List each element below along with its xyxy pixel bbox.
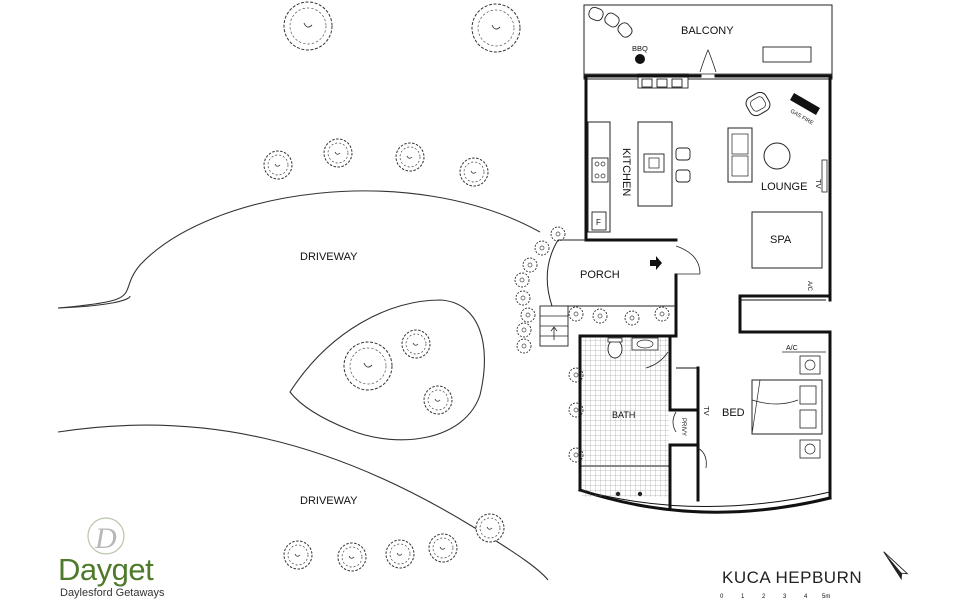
kitchen-label: KITCHEN (620, 148, 632, 196)
brand-name: Dayget (58, 552, 154, 587)
bed-icon (751, 379, 823, 435)
scale-tick: 3 (783, 594, 787, 600)
driveway-label-north: DRIVEWAY (300, 251, 358, 263)
north-arrow-icon (883, 551, 909, 581)
porch-label: PORCH (580, 269, 620, 281)
bath-door-swing (645, 351, 669, 369)
shower-rose-icon (615, 491, 621, 497)
exterior-walls (578, 74, 832, 514)
balcony-label: BALCONY (681, 25, 734, 37)
gas-fire-icon (790, 93, 820, 115)
toilet-icon (607, 339, 623, 359)
bbq-icon (635, 54, 645, 64)
driveway-north: DRIVEWAY (57, 190, 541, 309)
privy-label: PRIVY (680, 418, 686, 436)
coffee-table-icon (763, 142, 791, 170)
steps-arrow-icon (550, 326, 558, 340)
lounge-label: LOUNGE (761, 181, 807, 193)
bath-area: BATH PRIVY (582, 337, 707, 497)
bed-area: TV BED A/C (702, 345, 826, 459)
bedside-table-icon (799, 439, 821, 459)
stool-icon (675, 147, 691, 161)
stool-icon (675, 169, 691, 183)
brand-logo-mark: D (87, 517, 125, 555)
entry-arrow-icon (650, 256, 662, 270)
kitchen-bench (587, 121, 611, 233)
balcony-door-icon (699, 49, 717, 73)
robe-door-swing (697, 447, 707, 469)
brand-monogram: D (94, 522, 117, 555)
outdoor-chairs-icon (588, 6, 633, 38)
fridge-icon (591, 211, 607, 231)
driveway-south: DRIVEWAY (57, 424, 549, 581)
driveway-label-south: DRIVEWAY (300, 495, 358, 507)
bedside-table-icon (799, 355, 821, 375)
bbq-label: BBQ (632, 44, 648, 53)
spa-tub (751, 211, 823, 269)
armchair-icon (745, 91, 771, 117)
shower-tiles (582, 467, 669, 497)
scale-tick: 5m (822, 594, 830, 600)
scale-bar: 0 1 2 3 4 5m (720, 594, 830, 600)
scale-tick: 1 (741, 594, 745, 600)
tv-unit-icon (821, 159, 828, 193)
bath-tiles (582, 338, 669, 465)
cooktop-icon (591, 157, 609, 183)
tree-group-south (283, 513, 505, 572)
tv-label-lounge: TV (814, 179, 823, 189)
bed-label: BED (722, 407, 745, 419)
vanity-icon (631, 337, 659, 351)
lounge-area: GAS FIRE TV LOUNGE SPA A/C (727, 91, 828, 292)
sink-icon (643, 153, 665, 173)
scale-tick: 0 (720, 594, 724, 600)
garden-island (289, 299, 485, 441)
interior-thin-walls (579, 299, 831, 507)
tv-label-bed: TV (702, 406, 711, 416)
brand-tagline: Daylesford Getaways (60, 587, 165, 599)
shower-rose-icon (637, 491, 643, 497)
spa-label: SPA (770, 234, 792, 246)
bath-label: BATH (612, 410, 635, 420)
tree-group-north (263, 1, 521, 187)
scale-tick: 2 (762, 594, 766, 600)
scale-tick: 4 (804, 594, 808, 600)
fridge-label: F (596, 218, 601, 227)
outdoor-bench-icon (762, 46, 812, 63)
property-title: KUCA HEPBURN (722, 568, 863, 587)
front-door-swing (675, 245, 701, 275)
ac-label-bed: A/C (786, 345, 798, 352)
porch-area: PORCH (539, 239, 701, 347)
sofa-icon (727, 127, 753, 183)
kitchen-area: F KITCHEN (587, 121, 691, 233)
ac-label-lounge: A/C (806, 281, 812, 292)
